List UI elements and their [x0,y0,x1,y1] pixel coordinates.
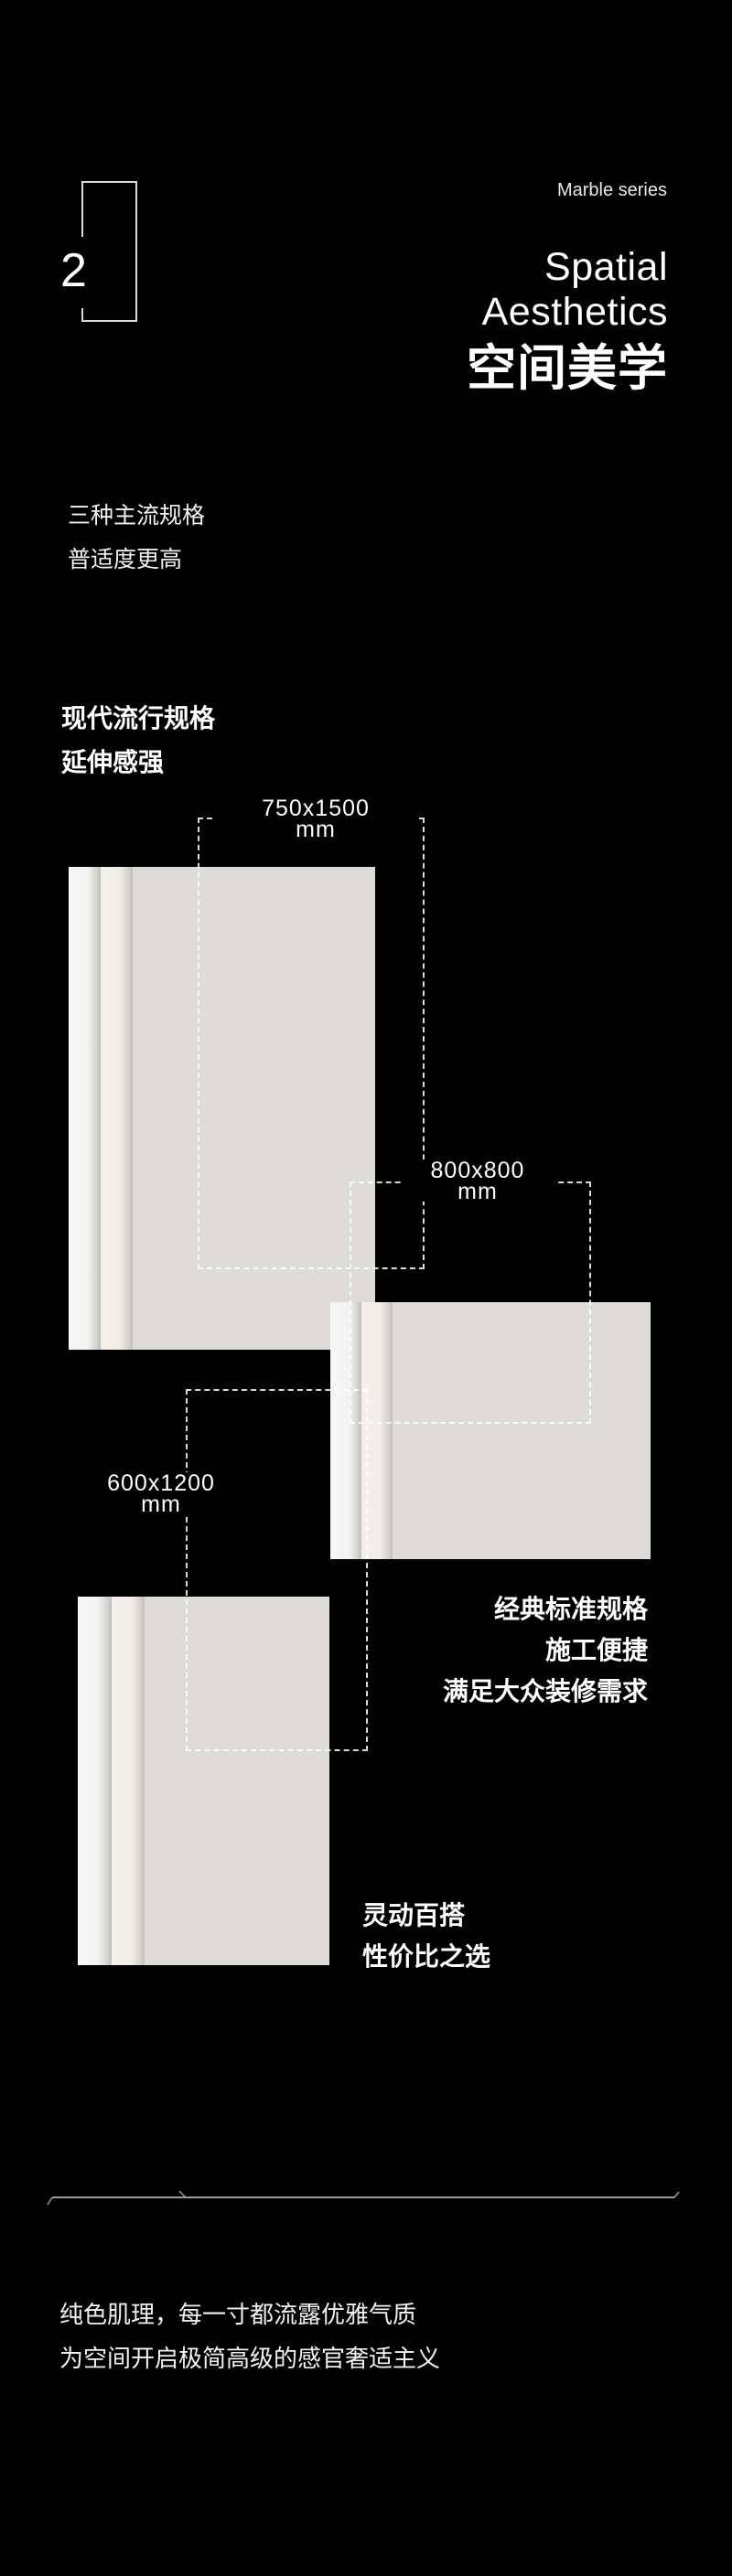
dimension-label-600x1200: 600x1200 mm [77,1470,245,1517]
tile-layer-white [78,1597,112,1965]
bracket-frame-left-upper [81,181,83,237]
caption-line: 性价比之选 [362,1941,491,1972]
caption-600x1200: 灵动百搭 性价比之选 [362,1895,490,1977]
caption-750x1500: 现代流行规格 延伸感强 [61,697,215,785]
series-label: Marble series [556,180,667,200]
caption-800x800: 经典标准规格 施工便捷 满足大众装修需求 [443,1588,648,1712]
dimension-value: 600x1200 [107,1470,215,1496]
bracket-frame-top [81,181,137,183]
intro-text: 三种主流规格 普适度更高 [68,494,205,582]
bracket-frame-right [135,181,137,322]
intro-line2: 普适度更高 [68,546,183,572]
divider-ticks [47,2190,680,2206]
dimension-label-800x800: 800x800 mm [401,1158,554,1204]
outro-line1: 纯色肌理，每一寸都流露优雅气质 [59,2302,417,2329]
dimension-value: 750x1500 [262,796,370,821]
caption-line: 经典标准规格 [493,1594,648,1624]
tile-layer-white [69,867,101,1350]
tile-layer-white [330,1302,361,1559]
bracket-frame-left-lower [81,308,83,322]
dimension-outline-600x1200 [186,1389,368,1751]
tile-layer-cream [101,867,133,1350]
dimension-unit: mm [141,1491,181,1517]
page-title-cn: 空间美学 [467,339,668,397]
section-number: 2 [60,244,87,297]
intro-line1: 三种主流规格 [68,502,206,529]
dimension-value: 800x800 [430,1158,525,1183]
tile-layer-cream [112,1597,145,1965]
divider-line [52,2197,674,2198]
caption-line: 灵动百搭 [362,1900,466,1930]
tile-face [393,1302,651,1559]
dimension-label-750x1500: 750x1500 mm [212,796,419,842]
dimension-outline-800x800 [350,1181,591,1424]
tile-face [145,1597,329,1965]
outro-text: 纯色肌理，每一寸都流露优雅气质 为空间开启极简高级的感官奢适主义 [59,2293,440,2381]
caption-line: 延伸感强 [61,747,165,777]
caption-line: 施工便捷 [544,1635,648,1665]
outro-line2: 为空间开启极简高级的感官奢适主义 [59,2346,441,2373]
tile-750x1500 [69,867,375,1350]
dimension-unit: mm [296,817,336,842]
dimension-unit: mm [458,1179,498,1204]
title-en-line2: Aesthetics [481,290,668,334]
title-en-line1: Spatial [544,245,668,289]
caption-line: 现代流行规格 [61,703,216,733]
tile-600x1200 [78,1597,329,1965]
page-title-en: Spatial Aesthetics [482,245,668,335]
caption-line: 满足大众装修需求 [442,1676,648,1706]
tile-face [133,867,375,1350]
bracket-frame-bottom [81,320,137,322]
